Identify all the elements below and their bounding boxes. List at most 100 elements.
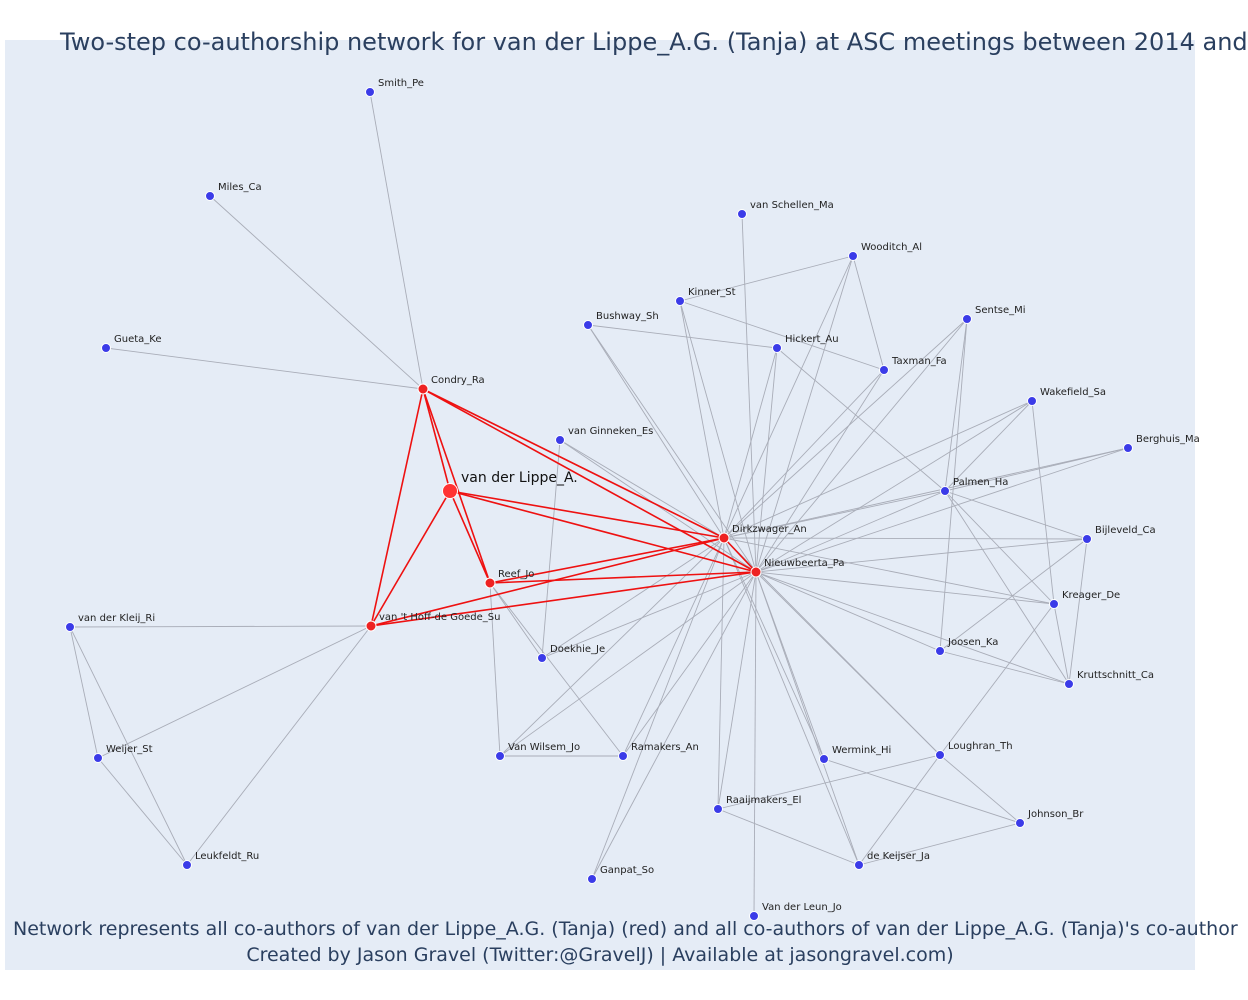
edge-focal-nieuwbeerta bbox=[449, 490, 757, 573]
edge-vanthoff-weijer bbox=[97, 625, 372, 759]
node-dirkzwager[interactable] bbox=[718, 532, 730, 544]
node-dekeijser[interactable] bbox=[854, 860, 864, 870]
node-taxman[interactable] bbox=[879, 365, 889, 375]
node-palmen[interactable] bbox=[940, 486, 950, 496]
node-vanginneken[interactable] bbox=[555, 435, 565, 445]
edge-reef-doekhie bbox=[489, 582, 543, 659]
node-label-palmen: Palmen_Ha bbox=[953, 477, 1008, 488]
edge-johnson-dekeijser bbox=[858, 822, 1021, 866]
node-label-taxman: Taxman_Fa bbox=[891, 356, 947, 367]
node-label-condry: Condry_Ra bbox=[431, 375, 485, 386]
node-kreager[interactable] bbox=[1049, 599, 1059, 609]
node-vanwilsem[interactable] bbox=[495, 751, 505, 761]
node-label-bijleveld: Bijleveld_Ca bbox=[1095, 525, 1156, 536]
node-johnson[interactable] bbox=[1015, 818, 1025, 828]
edge-bushway-nieuwbeerta bbox=[587, 324, 757, 573]
edge-wooditch-kinner bbox=[679, 255, 854, 302]
edge-weijer-leukfeldt bbox=[97, 757, 188, 866]
edge-hickert-dirkzwager bbox=[723, 347, 778, 539]
edge-wooditch-taxman bbox=[852, 255, 885, 371]
edge-wakefield-nieuwbeerta bbox=[755, 400, 1033, 573]
node-kinner[interactable] bbox=[675, 296, 685, 306]
node-wermink[interactable] bbox=[819, 754, 829, 764]
node-label-vanginneken: van Ginneken_Es bbox=[568, 426, 653, 437]
edge-kreager-kruttschnitt bbox=[1053, 603, 1070, 685]
edge-doekhie-dirkzwager bbox=[541, 537, 725, 659]
edge-vanthoff-leukfeldt bbox=[186, 625, 372, 866]
node-label-johnson: Johnson_Br bbox=[1027, 809, 1084, 820]
edge-sentse-palmen bbox=[944, 318, 968, 492]
edge-raaijmakers-nieuwbeerta bbox=[717, 571, 757, 810]
chart-title: Two-step co-authorship network for van d… bbox=[60, 28, 1248, 56]
edge-taxman-nieuwbeerta bbox=[755, 369, 885, 573]
node-condry[interactable] bbox=[417, 383, 429, 395]
node-vanthoff[interactable] bbox=[365, 620, 377, 632]
edge-kreager-nieuwbeerta bbox=[755, 571, 1055, 605]
node-bijleveld[interactable] bbox=[1082, 534, 1092, 544]
edge-vanschellen-nieuwbeerta bbox=[741, 213, 757, 573]
edge-focal-condry bbox=[422, 388, 451, 492]
node-vanderkleij[interactable] bbox=[65, 622, 75, 632]
edge-condry-reef bbox=[422, 388, 491, 584]
node-label-ramakers: Ramakers_An bbox=[631, 742, 699, 753]
edge-vanderkleij-weijer bbox=[69, 626, 99, 759]
node-focal[interactable] bbox=[442, 483, 458, 499]
edge-hickert-palmen bbox=[776, 347, 946, 492]
edge-ganpat-nieuwbeerta bbox=[591, 571, 757, 880]
node-nieuwbeerta[interactable] bbox=[750, 566, 762, 578]
node-wooditch[interactable] bbox=[848, 251, 858, 261]
edge-nieuwbeerta-vanthoff bbox=[370, 571, 757, 627]
node-sentse[interactable] bbox=[962, 314, 972, 324]
labels-layer: van der Lippe_A.Condry_RaDirkzwager_AnNi… bbox=[78, 78, 1200, 913]
node-label-vanwilsem: Van Wilsem_Jo bbox=[508, 742, 580, 753]
node-reef[interactable] bbox=[484, 577, 496, 589]
node-doekhie[interactable] bbox=[537, 653, 547, 663]
edge-berghuis-nieuwbeerta bbox=[755, 447, 1129, 573]
edge-sentse-joosen bbox=[939, 318, 968, 652]
node-vanschellen[interactable] bbox=[737, 209, 747, 219]
node-label-doekhie: Doekhie_Je bbox=[550, 644, 605, 655]
node-leukfeldt[interactable] bbox=[182, 860, 192, 870]
node-label-wooditch: Wooditch_Al bbox=[861, 242, 922, 253]
node-gueta[interactable] bbox=[101, 343, 111, 353]
node-joosen[interactable] bbox=[935, 646, 945, 656]
node-label-vanderleun: Van der Leun_Jo bbox=[762, 902, 842, 913]
edges-other bbox=[69, 91, 1129, 917]
edge-wakefield-dirkzwager bbox=[723, 400, 1033, 539]
edge-kreager-dirkzwager bbox=[723, 537, 1055, 605]
node-ramakers[interactable] bbox=[618, 751, 628, 761]
node-ganpat[interactable] bbox=[587, 874, 597, 884]
edge-dekeijser-nieuwbeerta bbox=[755, 571, 860, 866]
caption-line-1: Network represents all co-authors of van… bbox=[13, 918, 1238, 940]
edge-wakefield-kreager bbox=[1031, 400, 1055, 605]
nodes-layer bbox=[65, 87, 1133, 921]
node-label-berghuis: Berghuis_Ma bbox=[1136, 434, 1200, 445]
node-weijer[interactable] bbox=[93, 753, 103, 763]
node-loughran[interactable] bbox=[935, 750, 945, 760]
node-label-ganpat: Ganpat_So bbox=[600, 865, 654, 876]
node-bushway[interactable] bbox=[583, 320, 593, 330]
edge-focal-vanthoff bbox=[370, 490, 451, 627]
edge-kruttschnitt-nieuwbeerta bbox=[755, 571, 1070, 685]
edge-condry-miles bbox=[209, 195, 424, 390]
node-label-gueta: Gueta_Ke bbox=[114, 334, 162, 345]
node-raaijmakers[interactable] bbox=[713, 804, 723, 814]
edge-taxman-dirkzwager bbox=[723, 369, 885, 539]
edge-palmen-dirkzwager bbox=[723, 490, 946, 539]
edge-vanderleun-nieuwbeerta bbox=[753, 571, 757, 917]
node-label-kreager: Kreager_De bbox=[1062, 590, 1120, 601]
node-wakefield[interactable] bbox=[1027, 396, 1037, 406]
node-berghuis[interactable] bbox=[1123, 443, 1133, 453]
node-kruttschnitt[interactable] bbox=[1064, 679, 1074, 689]
node-label-vanthoff: van 't Hoff-de Goede_Su bbox=[379, 612, 500, 623]
caption-line-2: Created by Jason Gravel (Twitter:@Gravel… bbox=[246, 944, 954, 966]
node-smith[interactable] bbox=[365, 87, 375, 97]
edge-palmen-nieuwbeerta bbox=[755, 490, 946, 573]
node-label-smith: Smith_Pe bbox=[378, 78, 424, 89]
node-label-sentse: Sentse_Mi bbox=[975, 305, 1026, 316]
node-hickert[interactable] bbox=[772, 343, 782, 353]
edge-bushway-dirkzwager bbox=[587, 324, 725, 539]
edge-berghuis-palmen bbox=[944, 447, 1129, 492]
node-vanderleun[interactable] bbox=[749, 911, 759, 921]
node-miles[interactable] bbox=[205, 191, 215, 201]
